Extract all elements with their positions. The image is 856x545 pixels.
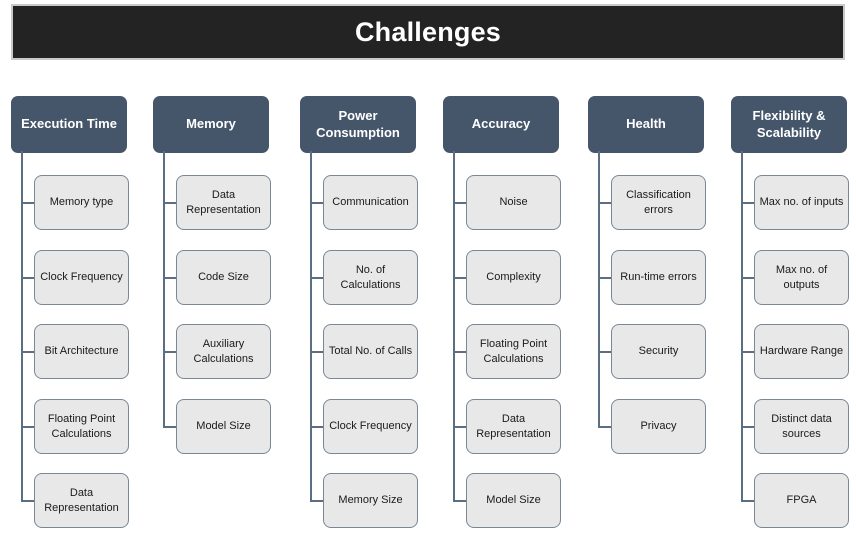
node-hardware-range: Hardware Range [754, 324, 849, 379]
connector-tick [741, 350, 756, 353]
connector-tick [310, 425, 325, 428]
connector-tick [453, 350, 468, 353]
node-data-representation: Data Representation [466, 399, 561, 454]
connector-tick [741, 276, 756, 279]
title-bar: Challenges [11, 4, 845, 60]
connector-line [453, 151, 455, 502]
node-memory-type: Memory type [34, 175, 129, 230]
column-header-accuracy: Accuracy [443, 96, 559, 153]
connector-tick [21, 276, 36, 279]
connector-tick [741, 425, 756, 428]
connector-tick [310, 201, 325, 204]
connector-line [598, 151, 600, 427]
column-header-flexibility-scalability: Flexibility & Scalability [731, 96, 847, 153]
connector-tick [163, 350, 178, 353]
connector-tick [598, 276, 613, 279]
connector-tick [310, 350, 325, 353]
connector-tick [598, 425, 613, 428]
connector-tick [163, 276, 178, 279]
node-floating-point-calculations: Floating Point Calculations [34, 399, 129, 454]
node-model-size: Model Size [466, 473, 561, 528]
node-security: Security [611, 324, 706, 379]
node-max-no-of-inputs: Max no. of inputs [754, 175, 849, 230]
connector-line [741, 151, 743, 502]
connector-tick [741, 499, 756, 502]
connector-tick [741, 201, 756, 204]
connector-tick [21, 425, 36, 428]
connector-tick [21, 499, 36, 502]
column-header-health: Health [588, 96, 704, 153]
column-header-memory: Memory [153, 96, 269, 153]
connector-tick [453, 499, 468, 502]
connector-tick [453, 425, 468, 428]
connector-tick [21, 350, 36, 353]
node-privacy: Privacy [611, 399, 706, 454]
node-memory-size: Memory Size [323, 473, 418, 528]
node-bit-architecture: Bit Architecture [34, 324, 129, 379]
node-data-representation: Data Representation [176, 175, 271, 230]
connector-tick [598, 350, 613, 353]
node-run-time-errors: Run-time errors [611, 250, 706, 305]
connector-tick [453, 201, 468, 204]
node-total-no-of-calls: Total No. of Calls [323, 324, 418, 379]
connector-tick [21, 201, 36, 204]
node-fpga: FPGA [754, 473, 849, 528]
connector-tick [453, 276, 468, 279]
node-model-size: Model Size [176, 399, 271, 454]
node-noise: Noise [466, 175, 561, 230]
node-max-no-of-outputs: Max no. of outputs [754, 250, 849, 305]
node-code-size: Code Size [176, 250, 271, 305]
node-floating-point-calculations: Floating Point Calculations [466, 324, 561, 379]
diagram-title: Challenges [354, 16, 502, 47]
node-distinct-data-sources: Distinct data sources [754, 399, 849, 454]
node-complexity: Complexity [466, 250, 561, 305]
node-classification-errors: Classification errors [611, 175, 706, 230]
connector-tick [598, 201, 613, 204]
connector-tick [163, 201, 178, 204]
connector-tick [163, 425, 178, 428]
node-communication: Communication [323, 175, 418, 230]
node-clock-frequency: Clock Frequency [323, 399, 418, 454]
node-no-of-calculations: No. of Calculations [323, 250, 418, 305]
connector-tick [310, 499, 325, 502]
connector-tick [310, 276, 325, 279]
connector-line [163, 151, 165, 427]
connector-line [21, 151, 23, 502]
connector-line [310, 151, 312, 502]
node-data-representation: Data Representation [34, 473, 129, 528]
node-clock-frequency: Clock Frequency [34, 250, 129, 305]
column-header-execution-time: Execution Time [11, 96, 127, 153]
node-auxiliary-calculations: Auxiliary Calculations [176, 324, 271, 379]
column-header-power-consumption: Power Consumption [300, 96, 416, 153]
